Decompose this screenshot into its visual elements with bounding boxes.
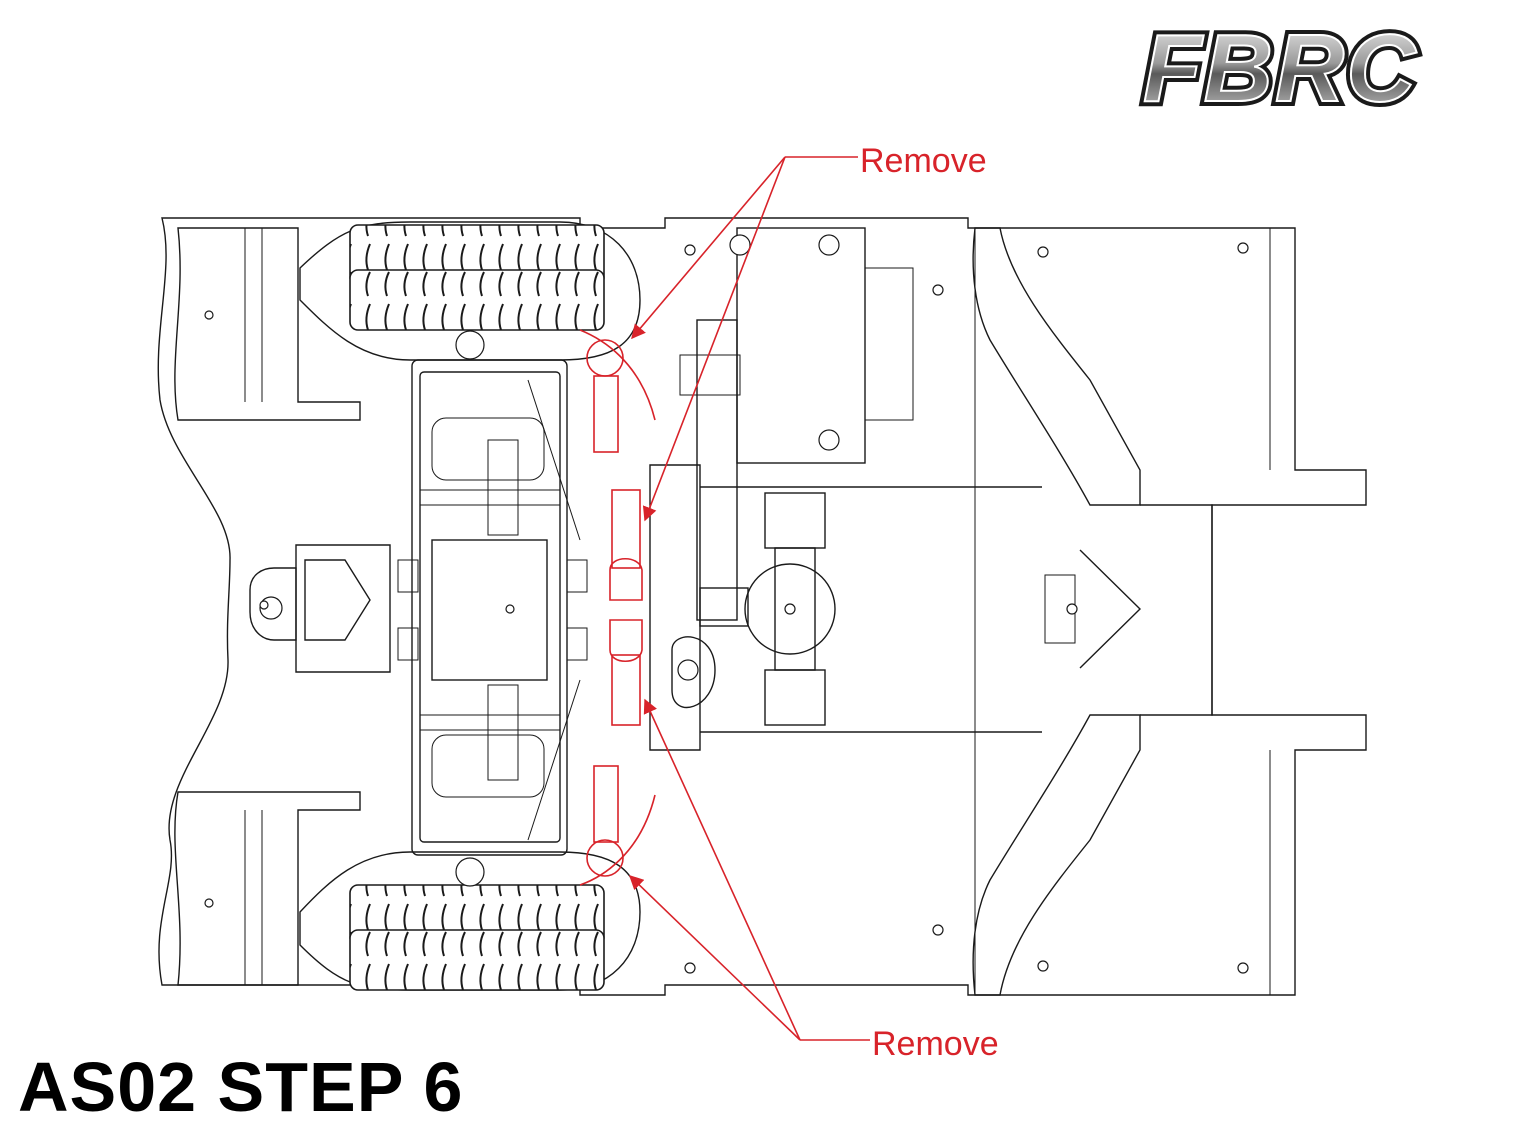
logo-face: FBRC bbox=[1143, 15, 1418, 122]
removable-parts bbox=[579, 329, 656, 886]
callout-label-bottom: Remove bbox=[872, 1025, 999, 1063]
fbrc-logo: FBRC FBRC bbox=[1138, 10, 1421, 127]
step-title: AS02 STEP 6 bbox=[18, 1048, 464, 1126]
callout-remove-top: Remove bbox=[631, 142, 987, 522]
logo-outline: FBRC bbox=[1143, 15, 1418, 122]
callout-label-top: Remove bbox=[860, 142, 987, 180]
bottom-tire bbox=[299, 851, 641, 991]
motor-assembly bbox=[397, 330, 588, 887]
top-tire bbox=[299, 221, 641, 361]
nose-block bbox=[249, 544, 391, 673]
rear-brace bbox=[932, 227, 1249, 996]
front-wing-top bbox=[174, 227, 361, 421]
front-wing-bottom bbox=[174, 791, 361, 986]
chassis-outline bbox=[157, 217, 1367, 996]
callout-remove-bottom: Remove bbox=[628, 698, 999, 1063]
servo-linkage bbox=[649, 227, 914, 974]
center-channel bbox=[700, 486, 1042, 733]
